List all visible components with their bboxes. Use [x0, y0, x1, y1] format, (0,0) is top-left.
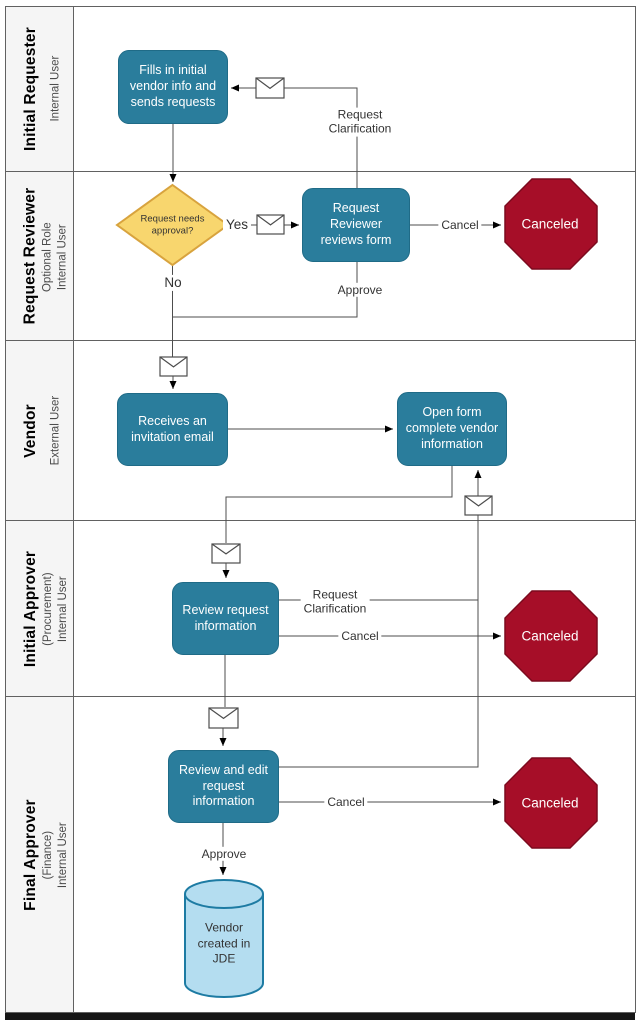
edge-label-approve: Approve — [198, 846, 250, 862]
canceled-label: Canceled — [521, 628, 579, 644]
lane-initial-approver: Initial Approver (Procurement) Internal … — [5, 521, 636, 697]
edge-label-request-clarification: Request Clarification — [325, 107, 395, 137]
lane-header: Initial Approver (Procurement) Internal … — [5, 521, 74, 696]
decision-label: Request needs approval? — [140, 213, 205, 237]
envelope-icon — [256, 214, 285, 235]
task-fill-vendor-info: Fills in initial vendor info and sends r… — [118, 50, 228, 124]
task-review-request-information: Review request information — [172, 582, 279, 655]
lane-vendor: Vendor External User — [5, 341, 636, 521]
edge-label-request-clarification: Request Clarification — [300, 587, 370, 617]
envelope-icon — [211, 543, 241, 564]
lane-header: Initial Requester Internal User — [5, 6, 74, 171]
envelope-icon — [159, 356, 188, 377]
edge-open-form-to-initial-approver — [225, 466, 453, 543]
lane-header: Request Reviewer Optional Role Internal … — [5, 172, 74, 340]
edge-reviewer-approve — [173, 262, 358, 318]
diagram-border — [5, 6, 636, 1013]
edge-label-cancel: Cancel — [438, 217, 482, 233]
envelope-icon — [464, 495, 493, 516]
lane-request-reviewer: Request Reviewer Optional Role Internal … — [5, 172, 636, 341]
edge-label-cancel: Cancel — [324, 794, 368, 810]
edge-final-clarification-up — [279, 515, 479, 768]
task-review-edit-request-information: Review and edit request information — [168, 750, 279, 823]
envelope-icon — [255, 77, 285, 99]
lane-header: Vendor External User — [5, 341, 74, 520]
canceled-label: Canceled — [521, 216, 579, 232]
end-event-canceled-3 — [504, 757, 598, 849]
edge-label-no: No — [161, 274, 185, 292]
end-event-canceled-1 — [504, 178, 598, 270]
bottom-border-bar — [5, 1013, 635, 1020]
lane-header: Final Approver (Finance) Internal User — [5, 697, 74, 1013]
edge-label-yes: Yes — [222, 216, 252, 234]
database-label: Vendor created in JDE — [197, 920, 251, 966]
envelope-icon — [208, 707, 239, 729]
lane-final-approver: Final Approver (Finance) Internal User — [5, 697, 636, 1013]
edge-label-cancel: Cancel — [338, 628, 382, 644]
lane-initial-requester: Initial Requester Internal User — [5, 6, 636, 172]
canceled-label: Canceled — [521, 795, 579, 811]
task-receives-invitation-email: Receives an invitation email — [117, 393, 228, 466]
task-reviewer-reviews-form: Request Reviewer reviews form — [302, 188, 410, 262]
edge-label-approve: Approve — [334, 282, 386, 298]
decision-diamond — [115, 183, 230, 267]
edge-clarification-to-requester — [284, 87, 358, 188]
end-event-canceled-2 — [504, 590, 598, 682]
task-open-form-complete-info: Open form complete vendor information — [397, 392, 507, 466]
database-cylinder — [184, 879, 264, 998]
